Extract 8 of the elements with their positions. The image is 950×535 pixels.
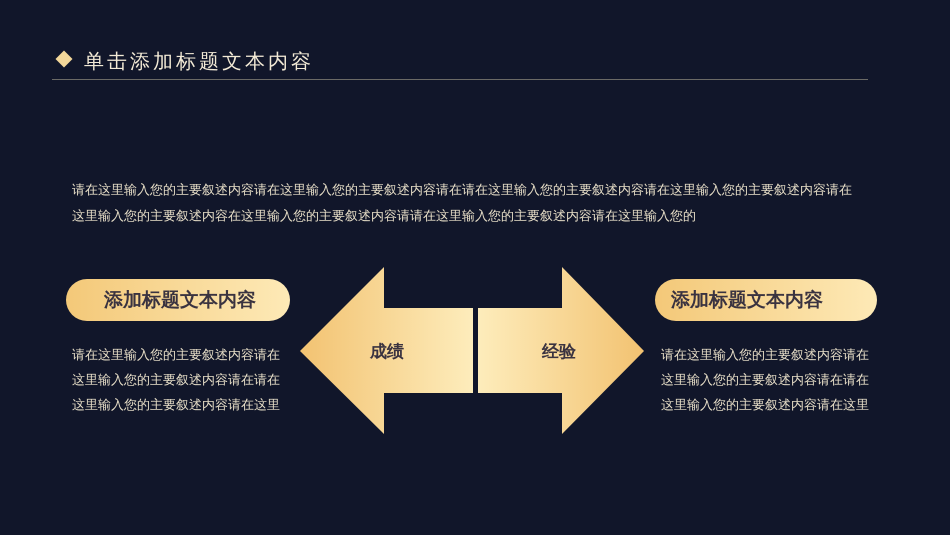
body-text: 请在这里输入您的主要叙述内容请在这里输入您的主要叙述内容请在请在这里输入您的主要叙述内容请在这里 — [72, 347, 281, 415]
body-text: 请在这里输入您的主要叙述内容请在这里输入您的主要叙述内容请在请在这里输入您的主要叙述内容请在这里 — [661, 347, 870, 415]
slide-title: 单击添加标题文本内容 — [84, 48, 314, 75]
arrow-label: 成绩 — [370, 341, 404, 363]
title-pill: 添加标题文本内容 — [655, 279, 877, 321]
intro-paragraph: 请在这里输入您的主要叙述内容请在这里输入您的主要叙述内容请在请在这里输入您的主要叙述内容请在这里输入您的主要叙述内容请在这里输入您的主要叙述内容在这里输入您的主要叙述内容请请在这里输入您的主要叙述内容请在这里输入您的 — [72, 182, 853, 226]
title-pill: 添加标题文本内容 — [66, 279, 290, 321]
arrow-label: 经验 — [542, 341, 576, 363]
